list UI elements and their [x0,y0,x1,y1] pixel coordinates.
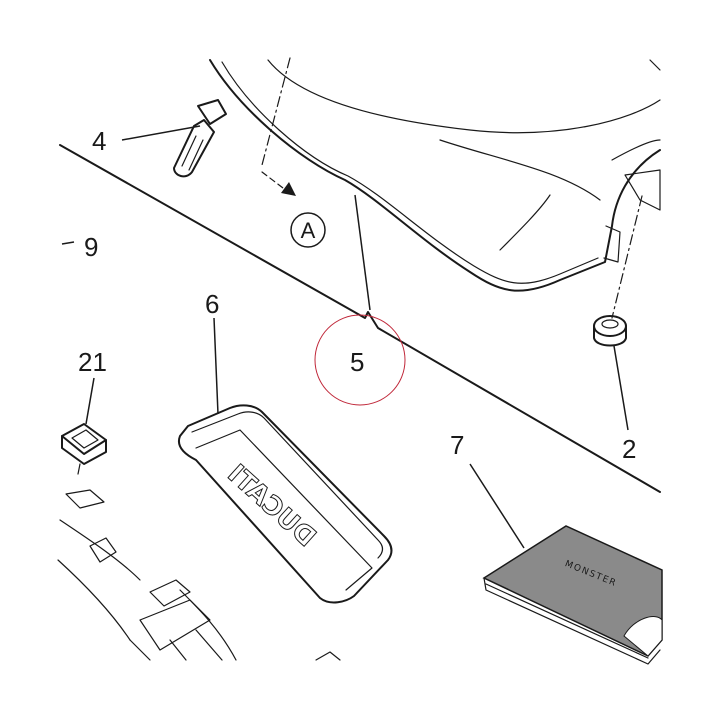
leader-7 [469,463,525,549]
callout-5: 5 [350,347,364,377]
axis-line-2 [611,195,643,319]
leader-2 [613,345,629,431]
callout-9: 9 [84,232,98,262]
part-4-clip [173,99,227,178]
view-reference-label: A [301,218,316,243]
leader-4 [121,125,201,141]
axis-line-a [261,57,291,166]
seat-assembly [209,59,661,292]
callout-2: 2 [622,434,636,464]
leader-21 [85,377,95,425]
callout-21: 21 [78,347,107,377]
leader-6 [213,317,219,415]
callout-6: 6 [205,289,219,319]
frame-bracket [57,489,341,661]
callout-7: 7 [450,430,464,460]
callout-5-highlight-circle [314,314,406,406]
part-2-bumper [593,315,627,347]
part-7-owners-manual: MONSTER [482,525,663,665]
leader-5 [354,194,371,311]
part-21-grommet [61,423,107,475]
direction-arrow [261,171,296,196]
callout-4: 4 [92,126,106,156]
section-divider-line [59,144,661,493]
view-reference-a: A [290,212,326,248]
leader-9 [61,241,75,245]
part-6-ducati-tray: DUCATI [178,404,393,604]
